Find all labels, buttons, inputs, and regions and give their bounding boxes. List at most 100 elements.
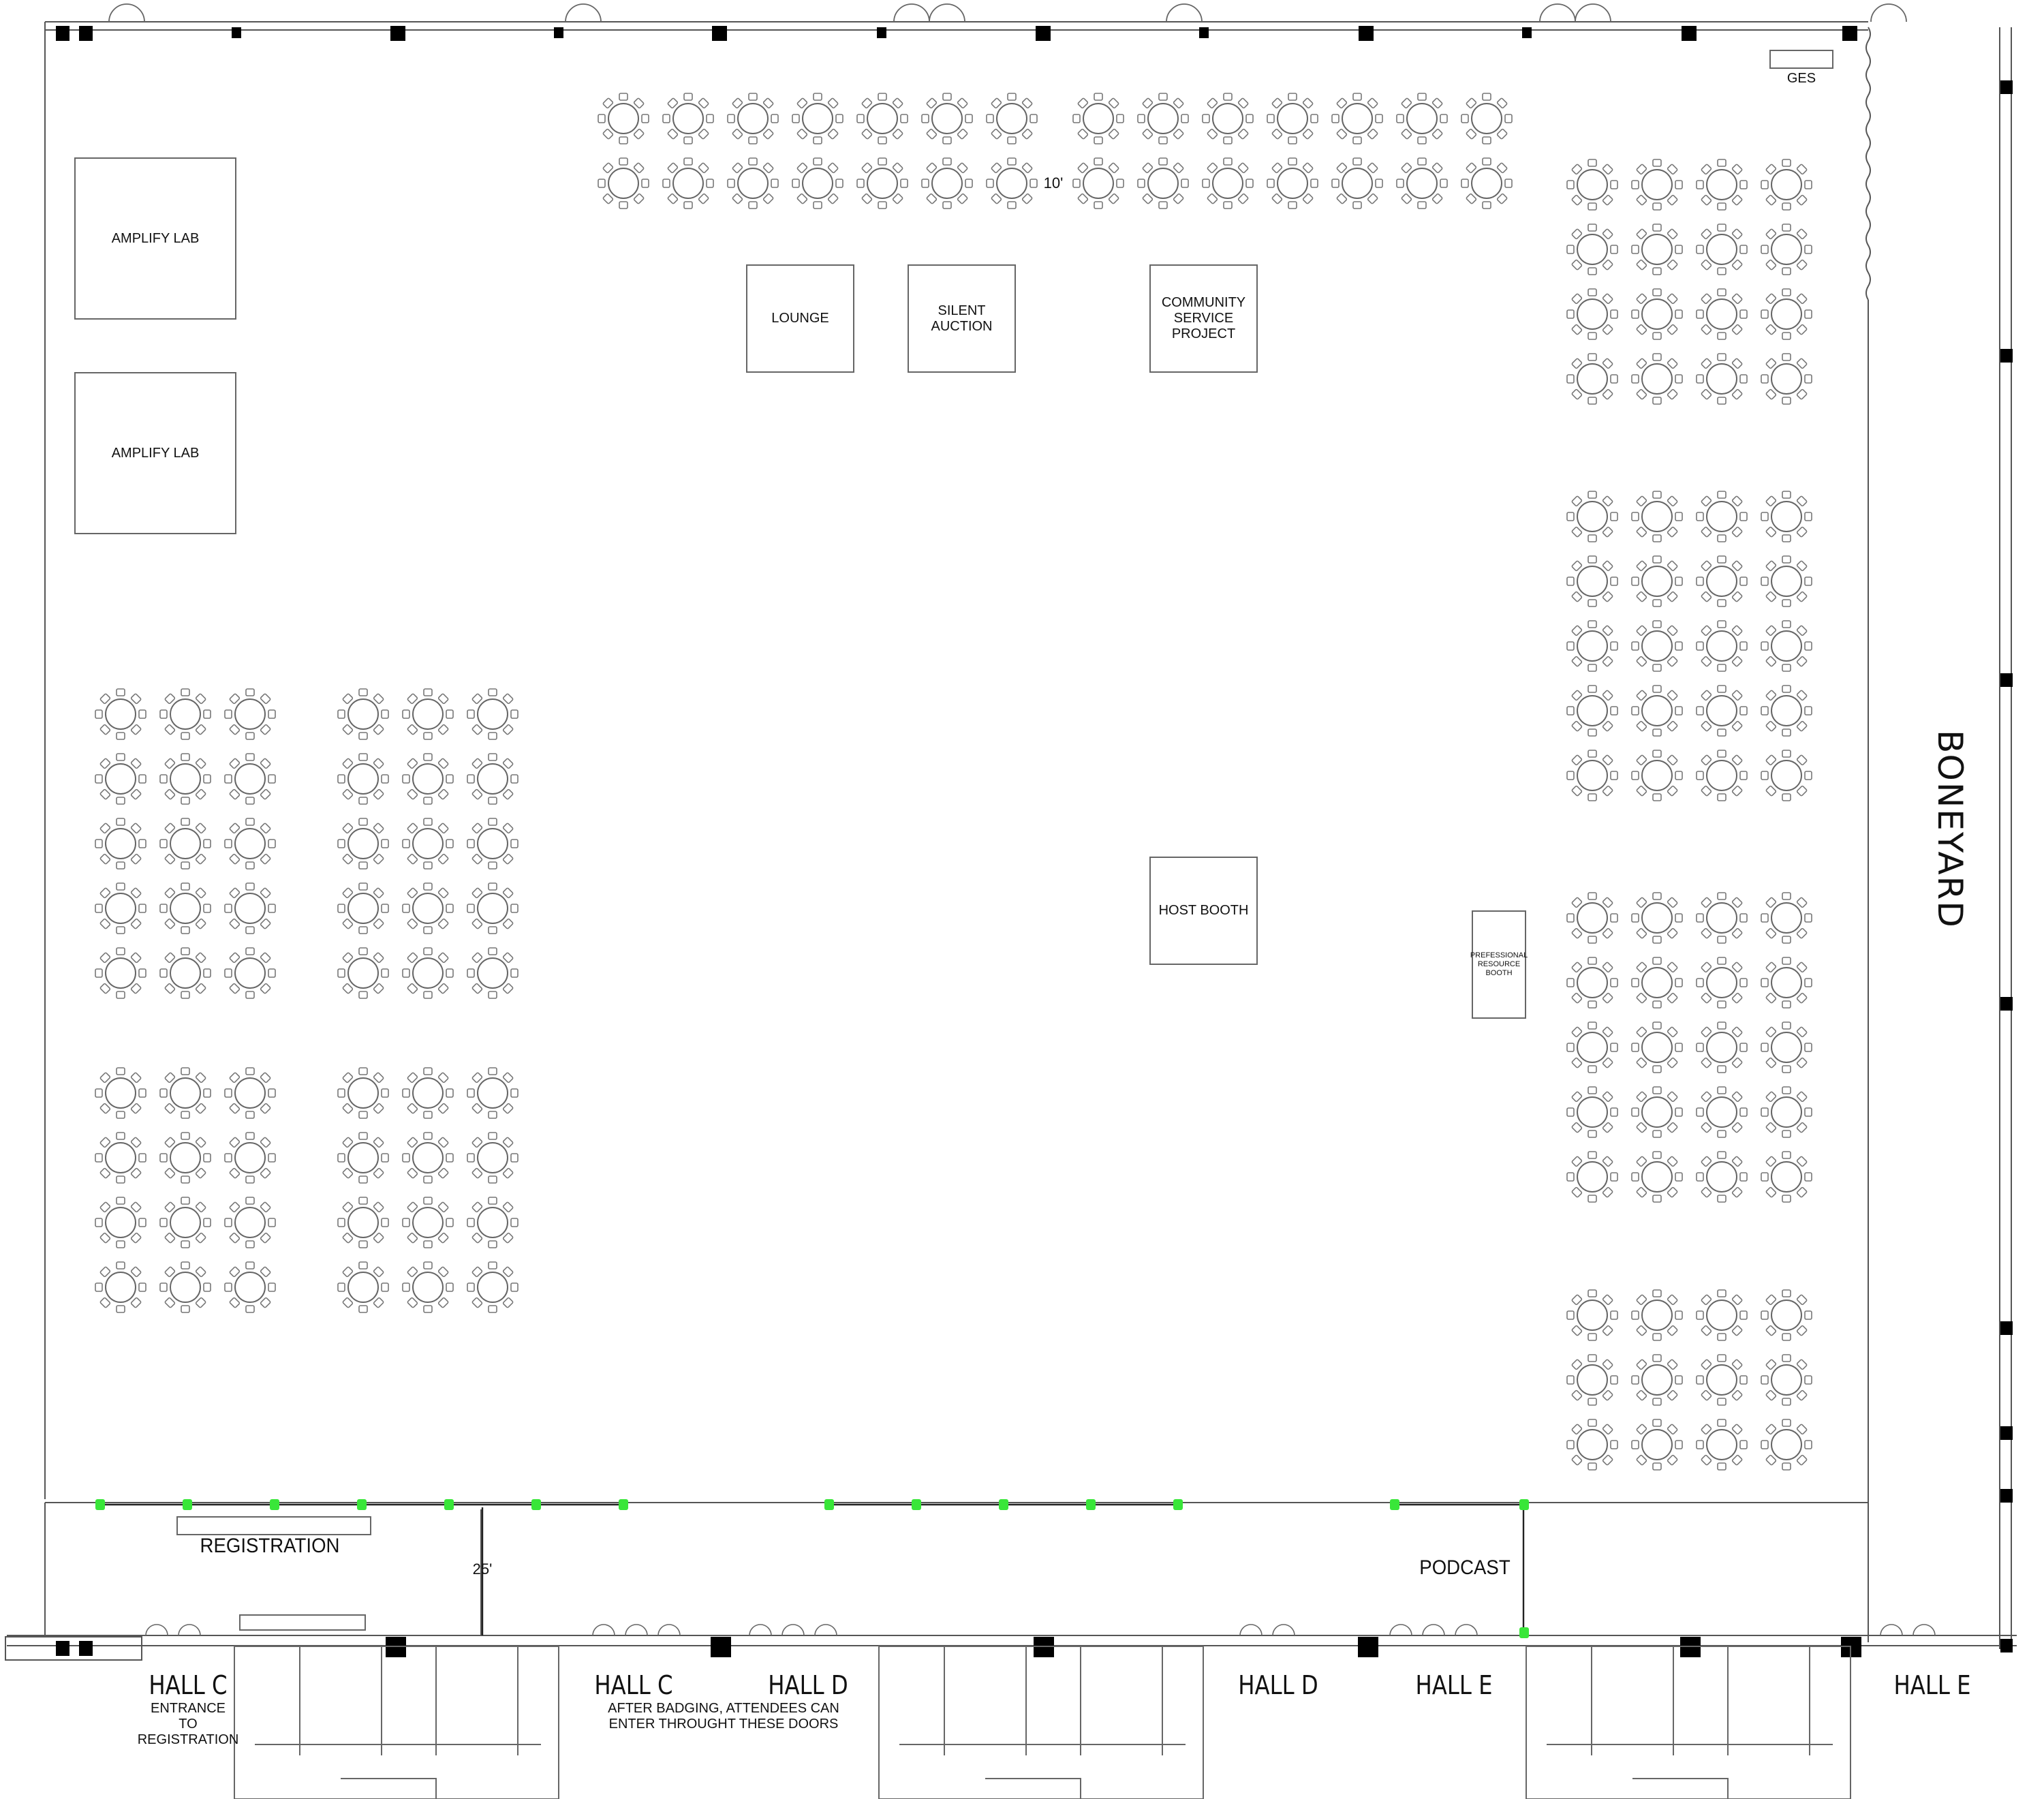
round-table [1631,750,1683,801]
resource-booth-box [1472,910,1526,1019]
round-table [1631,685,1683,737]
round-table [1696,159,1748,211]
round-table [1461,157,1513,209]
round-table [159,1132,211,1184]
round-table [402,753,454,805]
hall-c-entrance-note: ENTRANCE TO REGISTRATION [120,1701,256,1748]
round-table [1566,1354,1618,1406]
round-table [95,1197,146,1248]
round-table [467,1197,518,1248]
round-table [1761,491,1812,542]
round-table [1696,1151,1748,1203]
round-table [1761,555,1812,607]
round-table [467,753,518,805]
round-table [1761,957,1812,1009]
round-table [1696,288,1748,340]
round-table [1331,93,1383,144]
round-table [95,947,146,999]
round-table [1072,157,1124,209]
round-table [1631,1151,1683,1203]
round-table [467,947,518,999]
round-table [1631,159,1683,211]
round-table [1566,224,1618,275]
round-table [662,157,714,209]
round-table [1202,157,1254,209]
round-table [1696,1021,1748,1073]
round-table [1566,685,1618,737]
round-table [1072,93,1124,144]
round-table [337,1261,389,1313]
stanchion-lines [95,1499,1529,1638]
round-table [224,818,276,870]
lounge-label: LOUNGE [747,265,854,372]
ges-label: GES [1786,71,1816,86]
round-table [1761,685,1812,737]
community-service-box [1149,264,1258,373]
round-table [95,818,146,870]
hall-c-right-label: HALL C [594,1670,673,1700]
round-table [95,1067,146,1119]
amplify-lab-1-label: AMPLIFY LAB [75,158,236,319]
round-table [1631,620,1683,672]
round-table [159,1197,211,1248]
round-table [986,93,1038,144]
round-table [1267,157,1318,209]
round-table [1631,224,1683,275]
round-table [1696,1354,1748,1406]
boneyard-label: BONEYARD [1930,730,1970,929]
amplify-lab-1-text: AMPLIFY LAB [111,230,200,246]
round-table [1761,159,1812,211]
round-table [224,1261,276,1313]
service-blocks [234,1646,1851,1799]
round-table [1696,1419,1748,1471]
silent-auction-box [908,264,1016,373]
amplify-lab-2-text: AMPLIFY LAB [111,445,200,461]
round-table [1566,750,1618,801]
round-table [921,93,973,144]
hall-d-right-label: HALL D [1238,1670,1318,1700]
round-table [467,1132,518,1184]
round-table [1566,1086,1618,1138]
hall-c-entrance-line-3: REGISTRATION [137,1732,239,1747]
resource-booth-line-3: BOOTH [1485,969,1513,978]
round-table [1566,620,1618,672]
round-table [402,688,454,740]
round-table [1267,93,1318,144]
round-table [402,947,454,999]
round-table [1566,1289,1618,1341]
round-table [337,753,389,805]
round-table [159,1067,211,1119]
round-table [1761,1419,1812,1471]
round-table [792,157,843,209]
round-table [337,947,389,999]
round-table [856,157,908,209]
round-table [727,157,779,209]
round-table [1631,288,1683,340]
round-table [1761,353,1812,405]
round-table [224,947,276,999]
resource-booth-label: PREFESSIONAL RESOURCE BOOTH [1470,911,1528,1018]
round-table [402,1261,454,1313]
round-table [1202,93,1254,144]
round-table [402,818,454,870]
round-table [1696,620,1748,672]
round-table [224,753,276,805]
round-table [1761,750,1812,801]
round-table [1566,1419,1618,1471]
round-table [95,882,146,934]
badging-note: AFTER BADGING, ATTENDEES CAN ENTER THROU… [587,1701,860,1732]
round-table [159,947,211,999]
round-table [467,818,518,870]
silent-auction-label: SILENT AUCTION [908,265,1015,372]
host-booth-label: HOST BOOTH [1150,857,1257,964]
community-service-line-1: COMMUNITY [1161,295,1246,310]
round-table [224,1132,276,1184]
round-table [1631,892,1683,944]
round-table [1761,224,1812,275]
community-service-label: COMMUNITY SERVICE PROJECT [1150,265,1257,372]
round-table [1566,159,1618,211]
round-table [467,688,518,740]
round-table [224,1197,276,1248]
top-doors [108,3,1907,22]
